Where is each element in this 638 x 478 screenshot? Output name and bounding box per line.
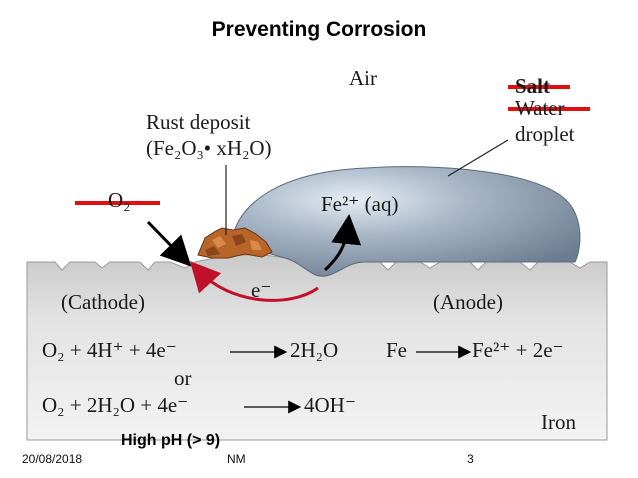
o2-arrow bbox=[146, 220, 192, 267]
droplet-label: droplet bbox=[515, 122, 575, 146]
electron-arrow bbox=[189, 261, 319, 302]
o2-label: O₂ bbox=[108, 188, 131, 212]
water-droplet-shape bbox=[231, 166, 581, 277]
or-label: or bbox=[174, 366, 192, 390]
anode-equation-products: Fe²⁺ + 2e⁻ bbox=[472, 338, 564, 362]
water-label: Water bbox=[515, 96, 565, 120]
rust-formula-label: (Fe₂O₃• xH₂O) bbox=[146, 136, 272, 160]
iron-label: Iron bbox=[541, 410, 576, 434]
fe-ion-label: Fe²⁺ (aq) bbox=[321, 192, 399, 216]
fe-ion-arrow bbox=[323, 214, 362, 272]
footer-author: NM bbox=[227, 452, 246, 466]
droplet-leader-line bbox=[447, 139, 509, 177]
salt-label: Salt bbox=[515, 74, 551, 98]
cathode-label: (Cathode) bbox=[61, 290, 145, 314]
rust-deposit-label: Rust deposit bbox=[146, 110, 251, 134]
electron-label: e⁻ bbox=[251, 278, 272, 302]
slide-title: Preventing Corrosion bbox=[211, 18, 427, 41]
footer-page-number: 3 bbox=[467, 452, 474, 466]
cathode-equation-2-products: 4OH⁻ bbox=[304, 393, 356, 417]
cathode-equation-1-products: 2H₂O bbox=[290, 338, 339, 362]
cathode-equation-2-reactants: O₂ + 2H₂O + 4e⁻ bbox=[42, 393, 189, 417]
high-ph-note: High pH (> 9) bbox=[121, 432, 221, 449]
rust-deposit-shape bbox=[197, 227, 273, 259]
footer-date: 20/08/2018 bbox=[22, 452, 83, 466]
cathode-equation-1-reactants: O₂ + 4H⁺ + 4e⁻ bbox=[42, 338, 177, 362]
anode-label: (Anode) bbox=[433, 290, 503, 314]
air-label: Air bbox=[349, 66, 377, 90]
anode-equation-reactant: Fe bbox=[386, 338, 407, 362]
